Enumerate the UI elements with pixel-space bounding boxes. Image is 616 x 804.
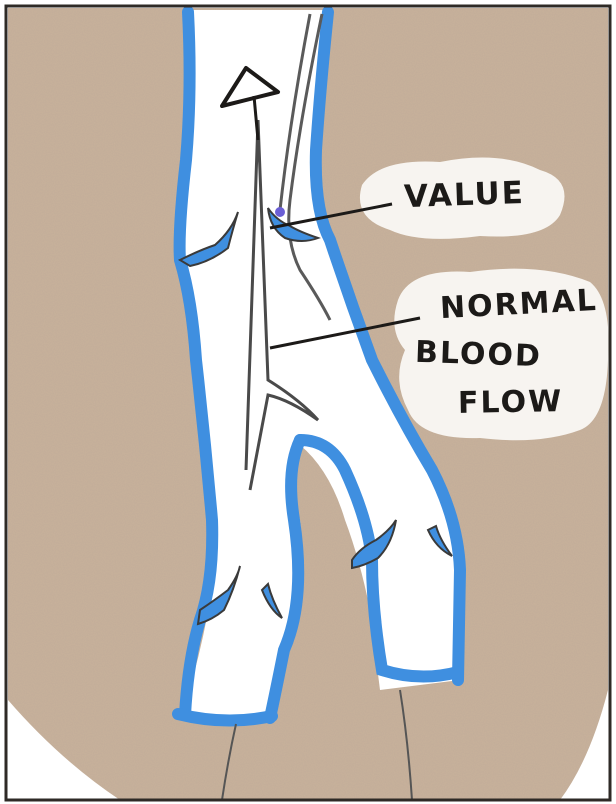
flow-label-line-3: FLOW (458, 387, 564, 419)
bottom-collar (178, 714, 272, 721)
valve-label: VALUE (403, 178, 525, 213)
valve-dot (275, 207, 285, 217)
flow-label-line-1: NORMAL (439, 286, 598, 324)
flow-label-line-2: BLOOD (415, 338, 543, 372)
